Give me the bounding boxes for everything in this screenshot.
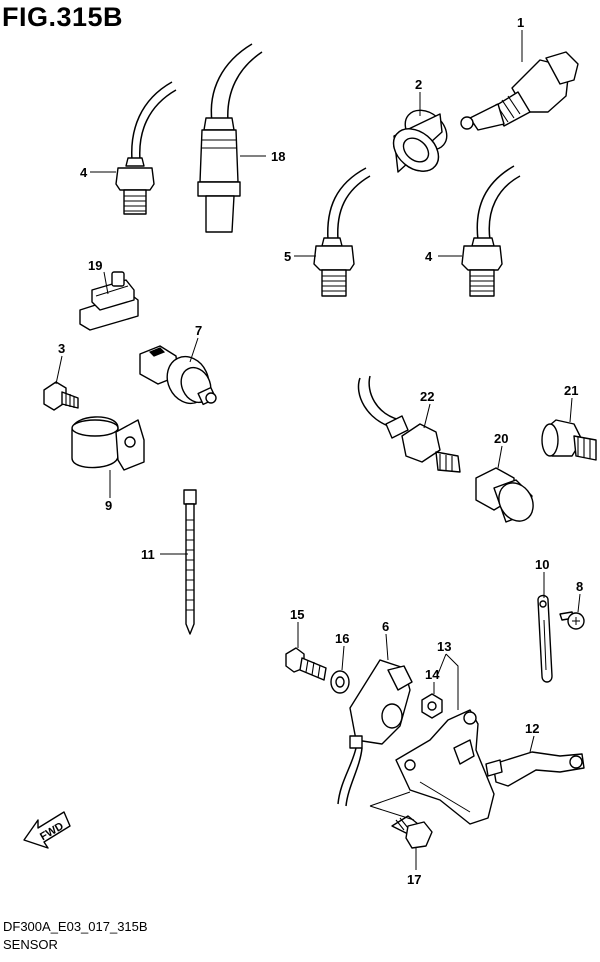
callout-7: 7: [195, 323, 202, 338]
callout-22: 22: [420, 389, 434, 404]
callout-17: 17: [407, 872, 421, 887]
fwd-direction-arrow: FWD: [23, 811, 71, 849]
part-16-washer[interactable]: [330, 670, 350, 694]
part-11-cable-tie[interactable]: [183, 489, 197, 635]
part-22-sensor[interactable]: [357, 375, 461, 473]
callout-14: 14: [425, 667, 440, 682]
callout-12: 12: [525, 721, 539, 736]
figure-title: FIG.315B: [2, 2, 124, 32]
callout-20: 20: [494, 431, 508, 446]
callout-15: 15: [290, 607, 304, 622]
callout-18: 18: [271, 149, 285, 164]
callout-1: 1: [517, 15, 524, 30]
callout-6: 6: [382, 619, 389, 634]
part-13-lever-plate[interactable]: [395, 709, 495, 825]
callout-13: 13: [437, 639, 451, 654]
part-7-pressure-sensor[interactable]: [139, 345, 217, 410]
part-10-bracket[interactable]: [537, 594, 553, 683]
part-19-clip[interactable]: [79, 271, 139, 331]
callout-3: 3: [58, 341, 65, 356]
part-2-grommet[interactable]: [385, 102, 454, 180]
part-5-sensor[interactable]: [313, 167, 371, 297]
callout-21: 21: [564, 383, 578, 398]
callout-10: 10: [535, 557, 549, 572]
callout-11: 11: [141, 547, 155, 562]
part-6-position-sensor[interactable]: [337, 659, 413, 807]
callout-9: 9: [105, 498, 112, 513]
callout-4-left: 4: [80, 165, 88, 180]
section-name: SENSOR: [3, 937, 58, 952]
part-3-bolt[interactable]: [43, 381, 79, 411]
part-1-sensor[interactable]: [460, 51, 579, 131]
callout-4-right: 4: [425, 249, 433, 264]
part-17-bolt[interactable]: [391, 815, 433, 849]
drawing-code: DF300A_E03_017_315B: [3, 919, 148, 934]
part-8-screw[interactable]: [559, 611, 585, 630]
part-9-clamp[interactable]: [71, 416, 145, 471]
callout-8: 8: [576, 579, 583, 594]
callout-16: 16: [335, 631, 349, 646]
part-14-nut[interactable]: [421, 693, 443, 719]
callout-2: 2: [415, 77, 422, 92]
part-12-link-rod[interactable]: [485, 751, 585, 787]
leader-lines: [55, 30, 581, 870]
part-18-sensor[interactable]: [197, 43, 263, 233]
callout-19: 19: [88, 258, 102, 273]
part-21-sensor[interactable]: [541, 419, 597, 461]
svg-text:FWD: FWD: [38, 820, 66, 843]
callout-numbers: 1 2 4 18 5 4 19 7 3 9 11 22 20 21 10 8 1…: [58, 15, 583, 887]
part-4-sensor-right[interactable]: [461, 165, 521, 297]
part-15-bolt[interactable]: [285, 647, 327, 681]
part-4-sensor-left[interactable]: [115, 81, 177, 215]
callout-5: 5: [284, 249, 291, 264]
part-20-plug[interactable]: [475, 467, 540, 527]
